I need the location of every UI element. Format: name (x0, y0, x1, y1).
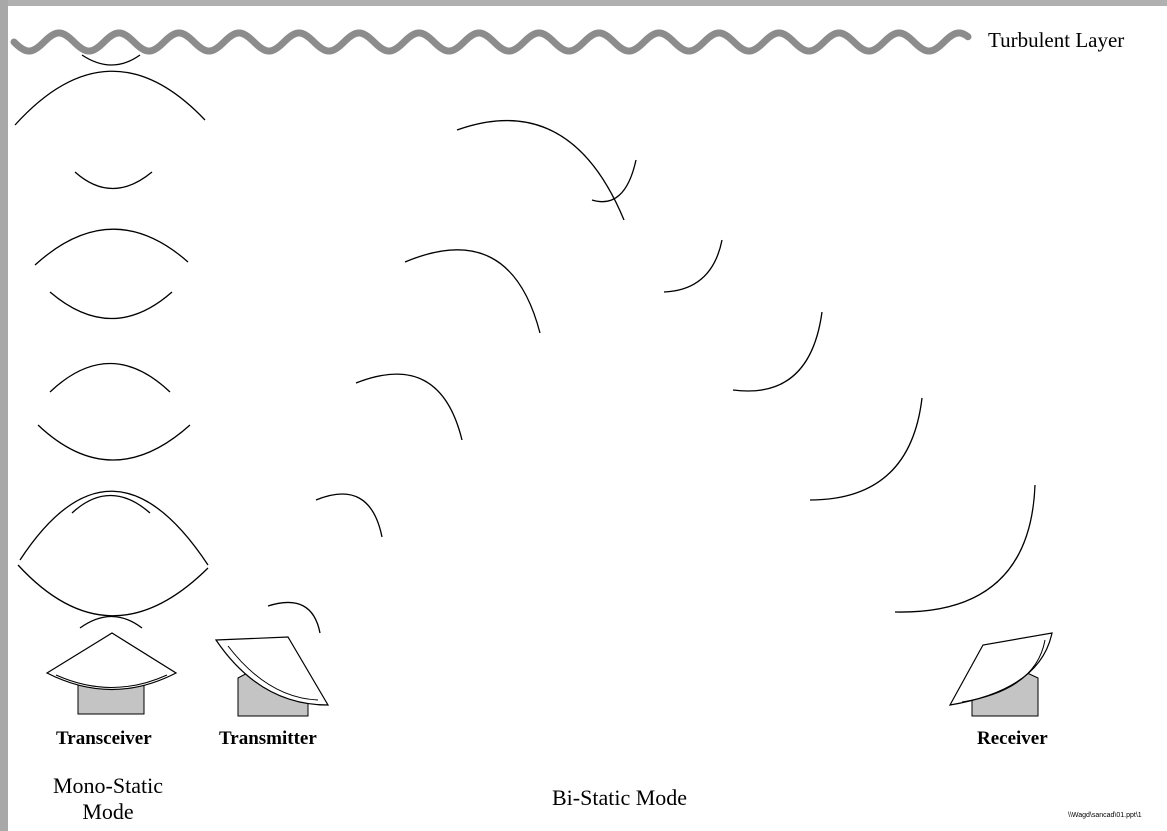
mono-up-arc (49, 363, 171, 393)
transmitter-label: Transmitter (219, 728, 317, 749)
mono-up-arc (14, 70, 206, 126)
frame-left-border (0, 0, 8, 831)
bi-rx-arc (732, 311, 823, 392)
bi-tx-arc (355, 373, 463, 441)
bi-rx-arc (894, 484, 1036, 613)
bi-tx-arc (456, 119, 625, 221)
mono-static-arcs (14, 54, 209, 629)
bi-rx-arc (591, 159, 637, 203)
mono-up-arc (71, 494, 151, 514)
mono-echo-arc (49, 291, 173, 319)
mono-up-arc (19, 490, 209, 566)
turbulent-layer-wave (10, 29, 972, 55)
mono-echo-arc (74, 171, 153, 190)
file-reference-label: \\Wagd\sancad\01.ppt\1 (1068, 812, 1142, 819)
mono-echo-arc (81, 54, 141, 66)
frame-top-border (0, 0, 1167, 6)
bi-static-mode-label: Bi-Static Mode (552, 785, 688, 810)
bi-static-rx-arcs (591, 159, 1036, 613)
mono-echo-arc (37, 424, 191, 461)
bi-rx-arc (809, 397, 923, 501)
receiver-reflector-inner (961, 639, 1046, 703)
bi-rx-arc (663, 239, 723, 293)
bi-static-tx-arcs (267, 119, 625, 634)
mono-static-line2: Mode (82, 799, 134, 824)
transceiver-reflector-inner (55, 674, 168, 688)
transceiver-label: Transceiver (56, 728, 152, 749)
mono-echo-arc (17, 564, 209, 617)
turbulent-layer-label: Turbulent Layer (988, 28, 1125, 52)
bi-tx-arc (315, 493, 383, 538)
transmitter-reflector-inner (227, 645, 319, 701)
transceiver-reflector (45, 632, 178, 691)
transceiver-dish (45, 632, 178, 715)
mono-static-mode-label: Mono-Static Mode (40, 773, 176, 825)
transmitter-reflector (214, 636, 330, 706)
mono-static-line1: Mono-Static (53, 773, 163, 798)
mono-up-arc (34, 228, 189, 266)
bi-tx-arc (267, 601, 321, 634)
mono-up-arc (79, 615, 143, 629)
receiver-dish (948, 632, 1053, 717)
receiver-label: Receiver (977, 728, 1048, 749)
transmitter-dish (214, 636, 330, 717)
bi-tx-arc (404, 249, 541, 334)
